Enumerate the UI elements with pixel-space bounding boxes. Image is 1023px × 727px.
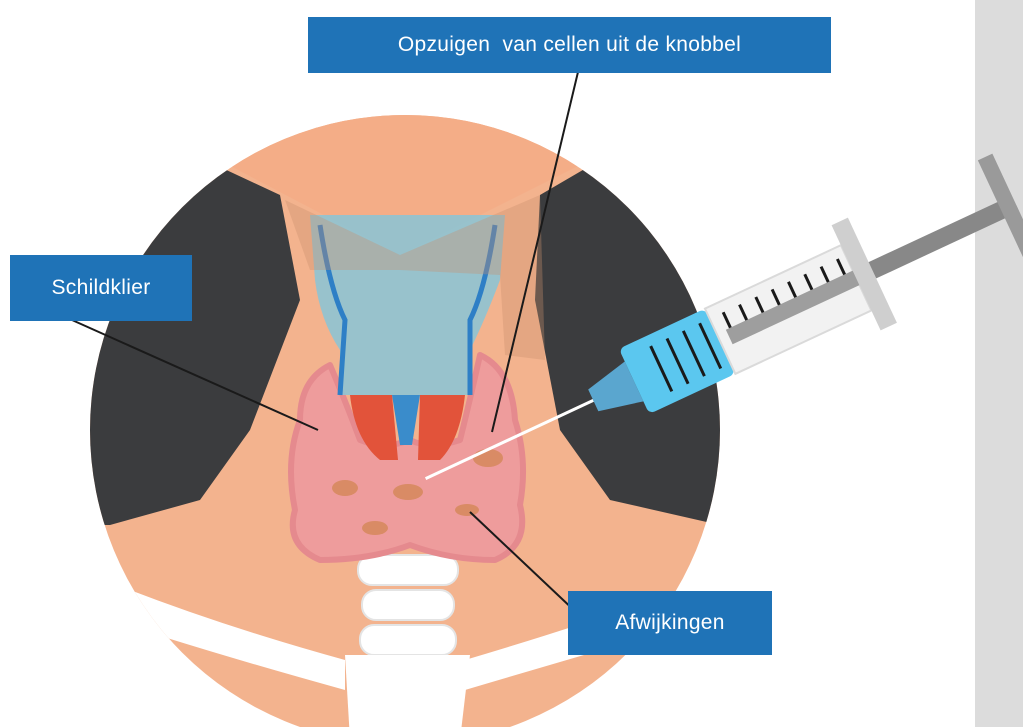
nodule bbox=[393, 484, 423, 500]
target-nodule bbox=[473, 449, 503, 467]
nodule bbox=[362, 521, 388, 535]
nodule bbox=[332, 480, 358, 496]
trachea-rings bbox=[345, 555, 470, 727]
label-thyroid: Schildklier bbox=[10, 255, 192, 321]
label-abnormalities: Afwijkingen bbox=[568, 591, 772, 655]
label-aspiration: Opzuigen van cellen uit de knobbel bbox=[308, 17, 831, 73]
nodule bbox=[455, 504, 479, 516]
